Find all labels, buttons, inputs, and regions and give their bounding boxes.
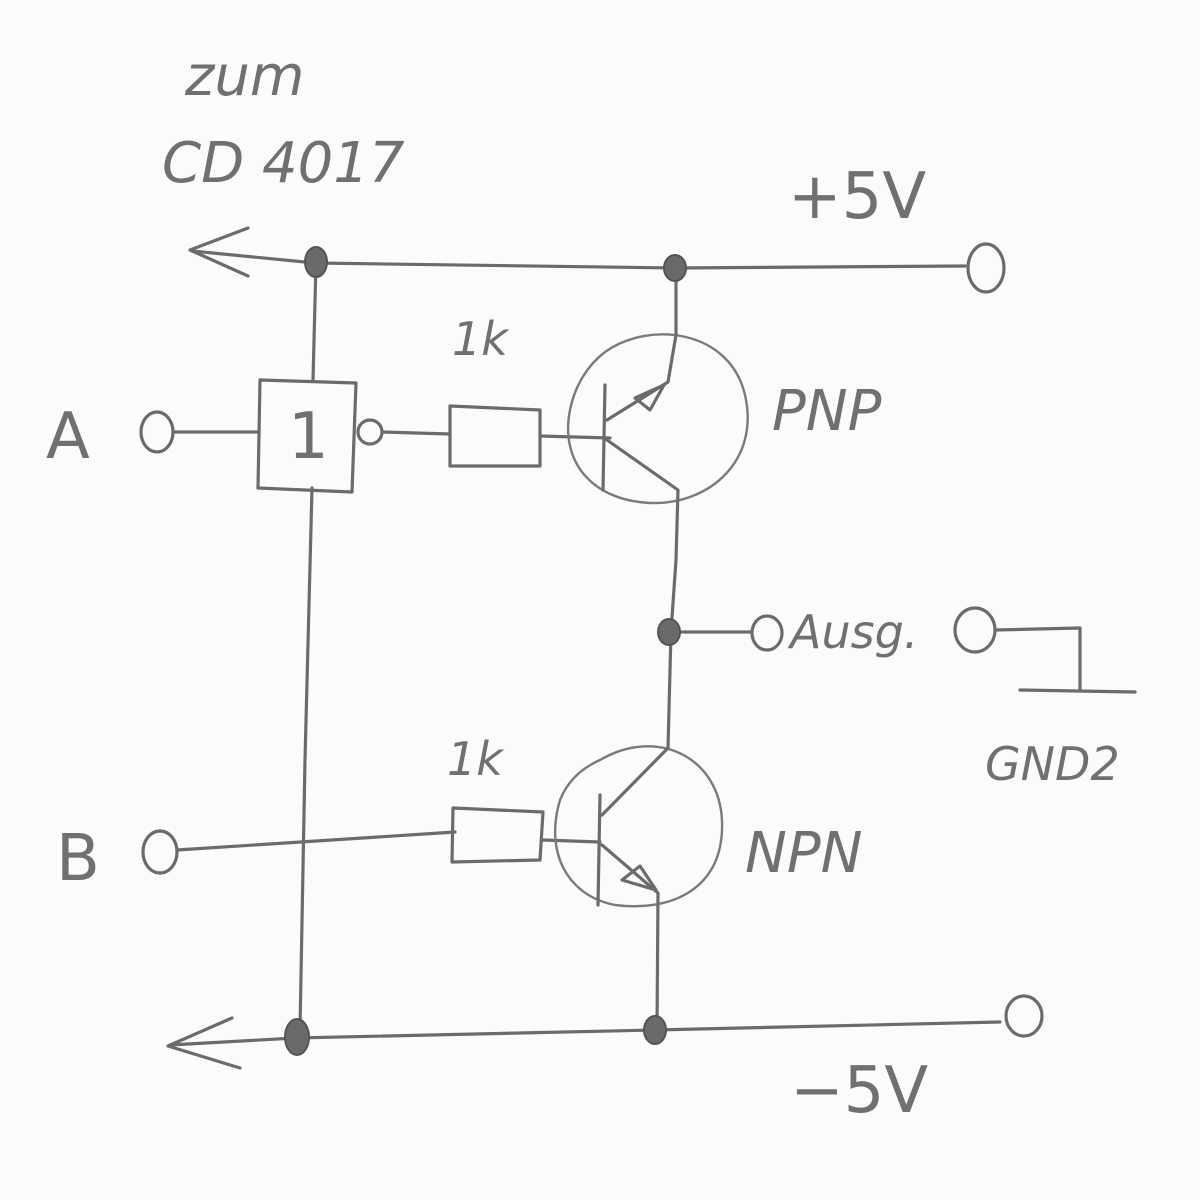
npn-collector <box>600 746 670 817</box>
npn-base-bar <box>596 793 602 907</box>
minus5v-terminal <box>1004 994 1044 1038</box>
gnd2-wire <box>993 626 1082 692</box>
arrow-to-cd4017-bottom <box>166 1016 242 1070</box>
cd4017-label-line1: zum <box>184 44 304 109</box>
not-gate-bubble <box>356 418 384 446</box>
resistor-top <box>448 404 542 468</box>
npn-envelope <box>553 745 724 908</box>
resistor-bottom <box>450 806 545 864</box>
gate-supply-line <box>311 260 318 382</box>
resistor-bottom-to-npn-base <box>541 838 602 844</box>
pnp-emitter-arrow <box>633 383 666 412</box>
arrow-to-cd4017-top <box>188 226 250 278</box>
plus5v-rail <box>190 249 967 270</box>
junction-dot <box>284 1018 310 1056</box>
not-gate-box <box>256 378 358 494</box>
input-a-terminal <box>139 410 175 454</box>
npn-emitter-arrow <box>620 864 658 892</box>
plus5v-terminal <box>966 242 1006 294</box>
pnp-label: PNP <box>772 379 882 444</box>
output-vertical-wire <box>666 558 678 750</box>
junction-dot <box>663 254 687 282</box>
junction-dot <box>657 618 681 646</box>
resistor-top-to-pnp-base <box>538 434 612 440</box>
resistor-bottom-label: 1k <box>447 732 505 786</box>
input-b-label: B <box>56 822 100 896</box>
minus5v-label: −5V <box>790 1054 928 1128</box>
input-b-terminal <box>141 829 179 875</box>
resistor-top-label: 1k <box>452 312 510 366</box>
gnd2-label: GND2 <box>985 737 1120 791</box>
input-a-label: A <box>46 400 90 474</box>
pnp-base-bar <box>601 383 607 492</box>
output-terminal-left <box>750 614 784 652</box>
output-label: Ausg. <box>787 605 918 659</box>
pnp-envelope <box>566 333 749 505</box>
npn-emitter <box>600 843 660 1032</box>
gnd2-symbol <box>1018 688 1137 694</box>
gate-ground-line <box>298 486 314 1032</box>
plus5v-label: +5V <box>788 160 926 234</box>
minus5v-rail <box>168 1020 1002 1047</box>
input-b-wire <box>175 830 457 852</box>
junction-dot <box>304 246 328 278</box>
junction-dot <box>643 1015 667 1045</box>
cd4017-label-line2: CD 4017 <box>162 131 405 196</box>
npn-label: NPN <box>745 821 863 886</box>
pnp-collector <box>605 438 680 562</box>
gate-label: 1 <box>288 400 329 474</box>
gate-to-resistor-wire <box>380 430 452 436</box>
output-terminal-right <box>953 606 997 654</box>
